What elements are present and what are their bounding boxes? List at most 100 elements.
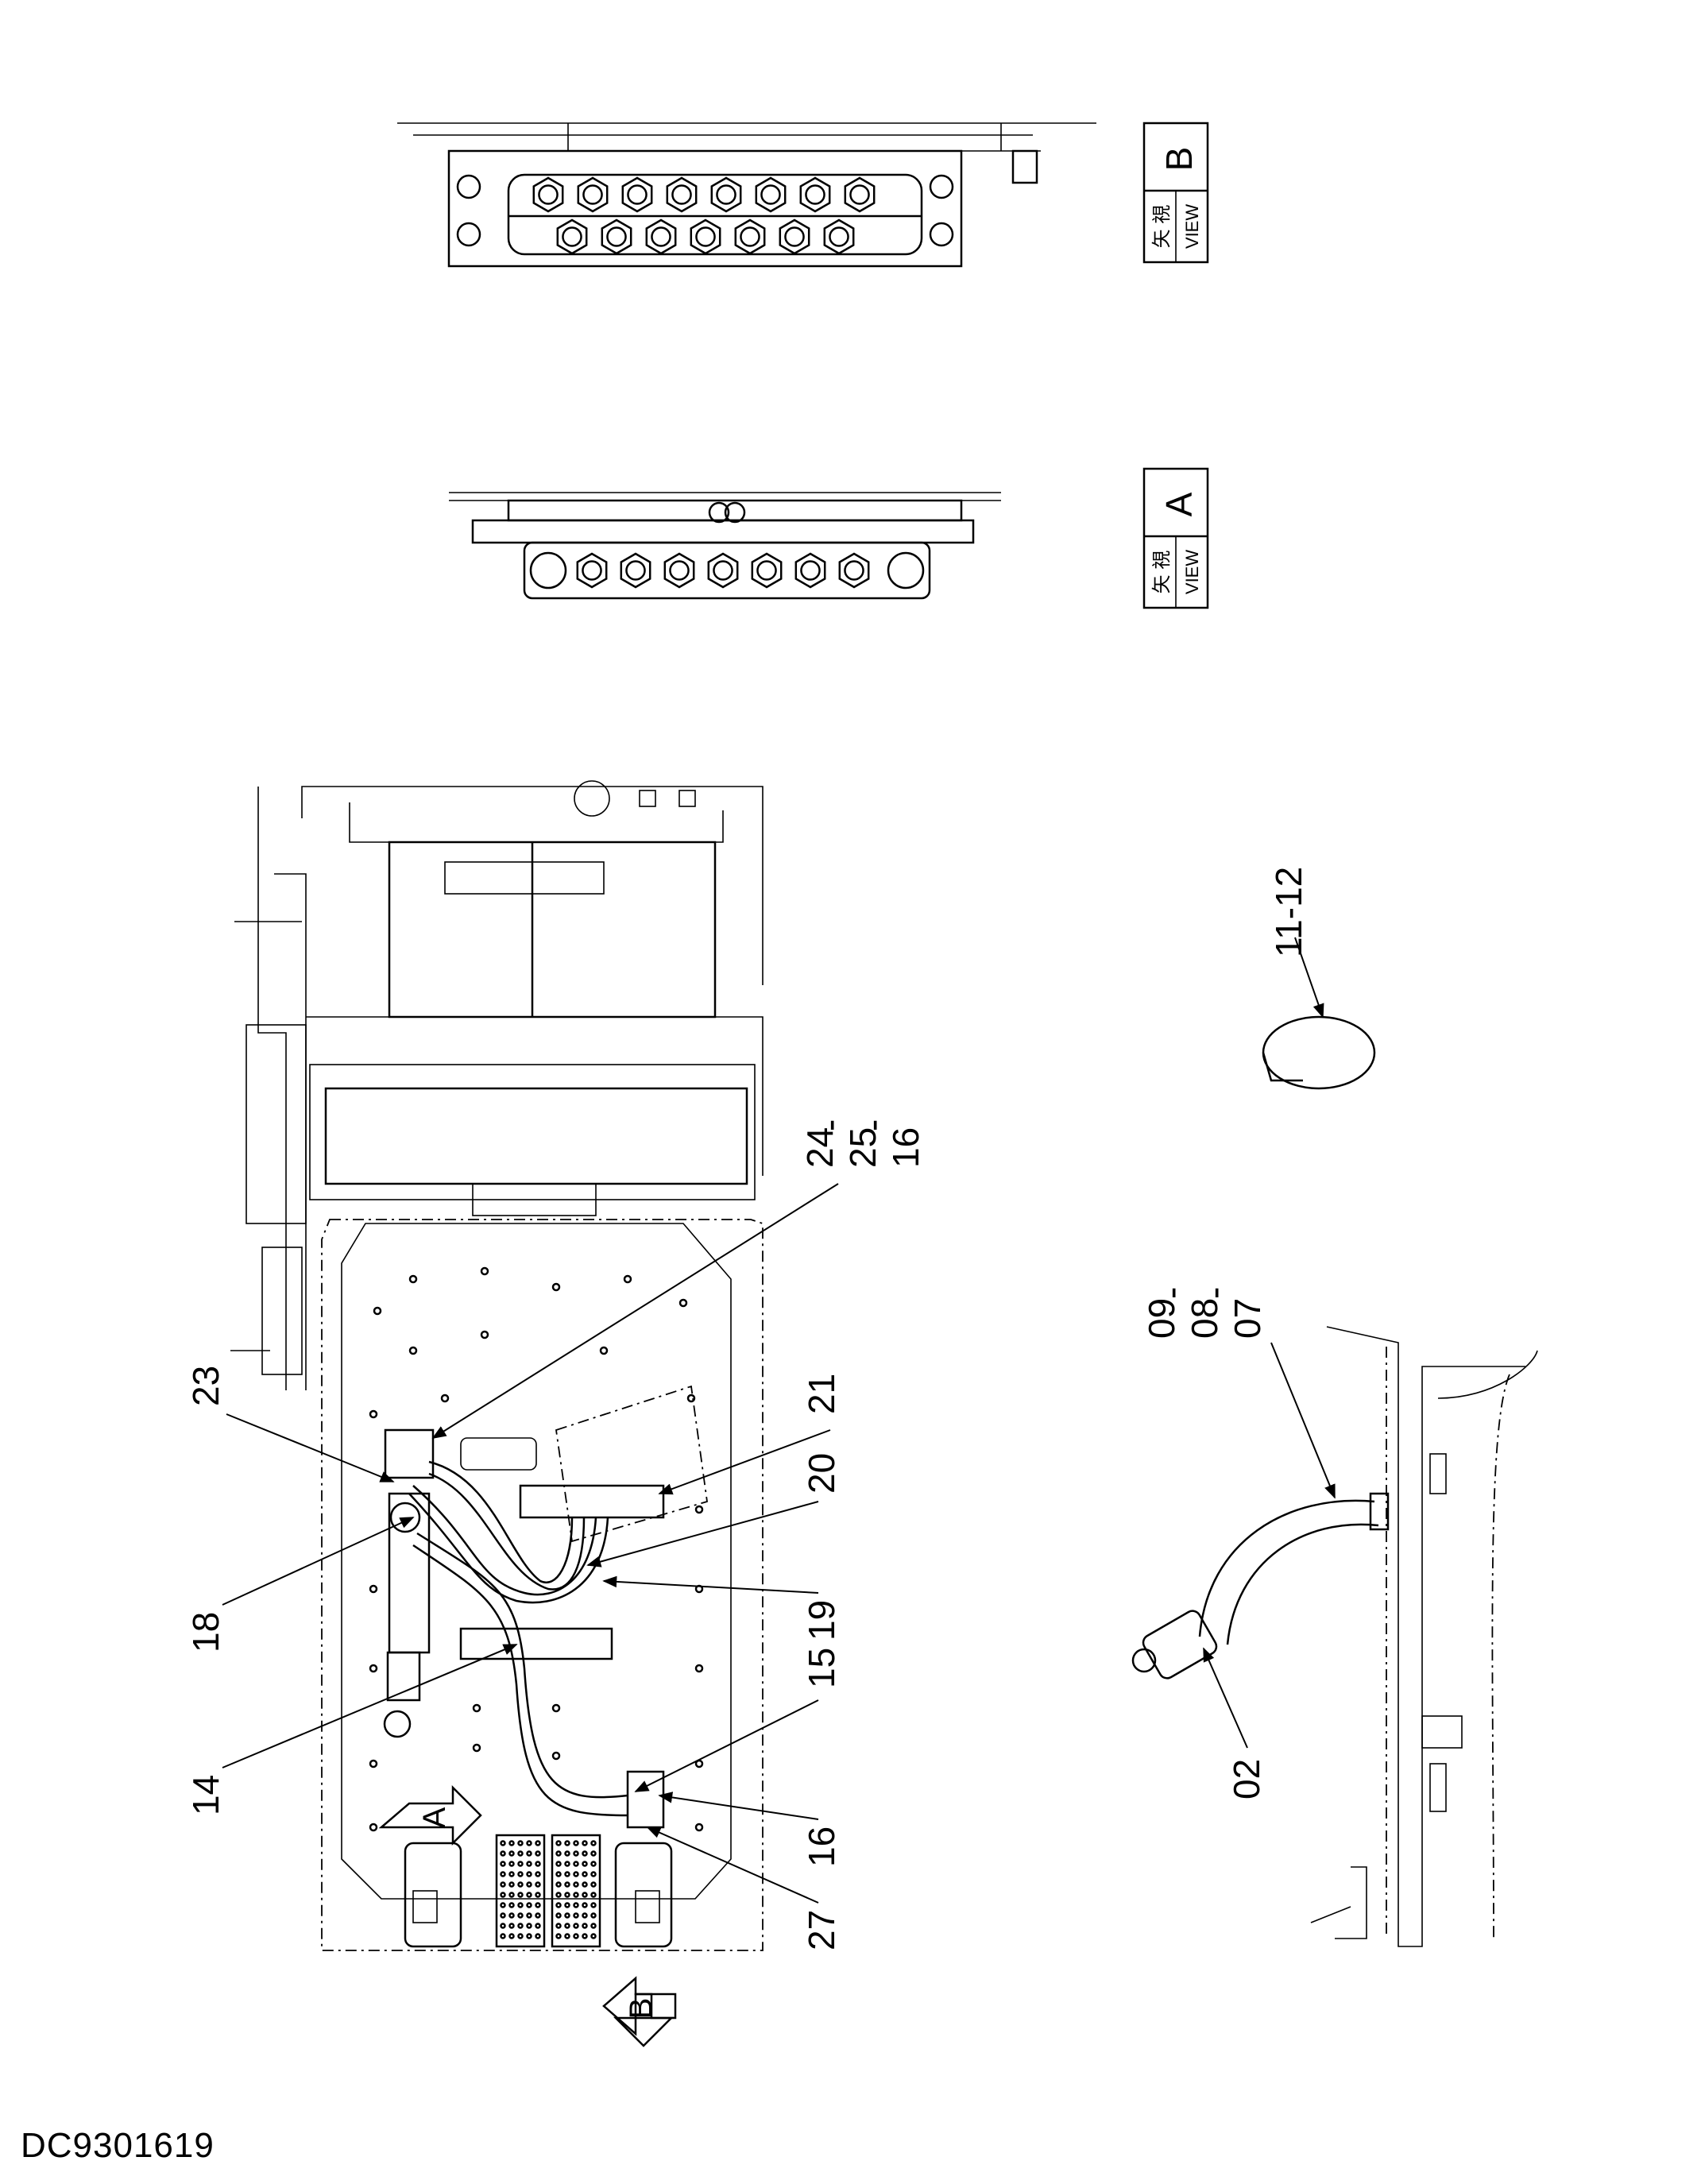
callout-16b: 16 <box>801 1826 842 1867</box>
pedal-tread-dot <box>526 1892 532 1898</box>
pedal-tread-dot <box>573 1881 579 1888</box>
pedal-tread-dot <box>517 1881 524 1888</box>
pedal-tread-dot <box>573 1840 579 1846</box>
pedal-tread-dot <box>535 1861 541 1867</box>
pedal-tread-dot <box>590 1840 597 1846</box>
pedal-tread-dot <box>564 1902 570 1908</box>
callout-02: 02 <box>1226 1759 1267 1799</box>
view-b-fitting-upper-bore <box>716 184 736 205</box>
view-a-label: A 矢 視 VIEW <box>1142 467 1209 609</box>
pedal-tread-dot <box>564 1923 570 1929</box>
pedal-tread-dot <box>500 1881 506 1888</box>
view-b-fitting-upper <box>532 176 564 213</box>
callout-sep-09: - <box>1150 1287 1192 1299</box>
pedal-tread-dot <box>582 1881 588 1888</box>
pedal-tread-dot <box>555 1902 562 1908</box>
plate-hole <box>551 1703 561 1713</box>
pedal-tread-dot <box>526 1850 532 1857</box>
view-b-letter: B <box>1158 147 1200 172</box>
pedal-tread-dot <box>555 1850 562 1857</box>
clamp-11-12 <box>1262 1015 1376 1090</box>
pedal-tread-dot <box>582 1850 588 1857</box>
view-b-fitting-lower-bore <box>606 226 627 247</box>
pedal-tread-dot <box>555 1923 562 1929</box>
pedal-tread-dot <box>500 1933 506 1939</box>
callout-21: 21 <box>801 1374 842 1414</box>
pedal-tread-dot <box>573 1871 579 1877</box>
view-b-label: B 矢 視 VIEW <box>1142 122 1209 264</box>
pedal-tread-dot <box>508 1892 515 1898</box>
view-b-fitting-lower <box>645 218 677 255</box>
pedal-tread-dot <box>564 1892 570 1898</box>
plate-hole <box>369 1664 378 1673</box>
pedal-tread-dot <box>555 1840 562 1846</box>
view-b-fitting-lower-bore <box>651 226 671 247</box>
pedal-tread-dot <box>573 1933 579 1939</box>
pedal-tread-dot <box>564 1881 570 1888</box>
view-a-fitting-bore <box>713 560 733 581</box>
view-a-fitting <box>576 552 608 589</box>
view-a-fitting-bore <box>756 560 777 581</box>
callout-sep-24: - <box>809 1119 850 1131</box>
callout-09: 09 <box>1141 1298 1182 1339</box>
pedal-tread-dot <box>573 1850 579 1857</box>
view-a-fitting <box>838 552 870 589</box>
pedal-tread-dot <box>508 1933 515 1939</box>
plate-hole <box>694 1664 704 1673</box>
view-b-fitting-upper <box>666 176 698 213</box>
pedal-tread-dot <box>590 1871 597 1877</box>
plate-hole <box>369 1759 378 1768</box>
view-b-fitting-lower <box>734 218 766 255</box>
view-b-fitting-upper-bore <box>538 184 559 205</box>
pedal-tread-dot <box>508 1850 515 1857</box>
pedal-tread-dot <box>535 1912 541 1919</box>
view-b-kanji: 矢 視 <box>1151 205 1173 249</box>
plate-hole <box>440 1394 450 1403</box>
view-b-fitting-upper <box>710 176 742 213</box>
callout-19: 19 <box>801 1600 842 1641</box>
pedal-tread-dot <box>582 1902 588 1908</box>
plate-hole <box>694 1823 704 1832</box>
pedal-tread-dot <box>564 1840 570 1846</box>
plate-hole <box>408 1274 418 1284</box>
callout-sep-25: - <box>852 1119 893 1131</box>
pedal-tread-dot <box>555 1912 562 1919</box>
pedal-tread-dot <box>526 1912 532 1919</box>
view-a-fitting <box>794 552 826 589</box>
pedal-tread-dot <box>517 1933 524 1939</box>
pedal-tread-dot <box>582 1871 588 1877</box>
pedal-tread-dot <box>500 1912 506 1919</box>
pedal-tread-dot <box>508 1902 515 1908</box>
plate-hole <box>472 1743 481 1753</box>
pedal-tread-dot <box>573 1902 579 1908</box>
plate-hole <box>369 1409 378 1419</box>
view-b-fitting-upper-bore <box>760 184 781 205</box>
pedal-tread-dot <box>535 1923 541 1929</box>
view-a-fitting-bore <box>800 560 821 581</box>
pedal-tread-dot <box>517 1840 524 1846</box>
pedal-tread-dot <box>500 1923 506 1929</box>
pedal-tread-dot <box>582 1923 588 1929</box>
view-b-fitting-upper <box>755 176 787 213</box>
view-b-word: VIEW <box>1182 204 1202 249</box>
plate-hole <box>373 1306 382 1316</box>
pedal-tread-dot <box>517 1892 524 1898</box>
view-b-fitting-lower-bore <box>695 226 716 247</box>
callout-18: 18 <box>185 1612 226 1652</box>
view-a-fitting <box>751 552 783 589</box>
view-b-fitting-upper <box>799 176 831 213</box>
callout-20: 20 <box>801 1453 842 1494</box>
pedal-tread-dot <box>573 1923 579 1929</box>
view-b-fitting-lower-bore <box>740 226 760 247</box>
pedal-tread-dot <box>590 1892 597 1898</box>
view-b-fittings <box>532 176 876 255</box>
pedal-tread-dot <box>517 1902 524 1908</box>
pedal-tread-dot <box>500 1861 506 1867</box>
pedal-tread-dot <box>573 1912 579 1919</box>
pedal-tread-dot <box>535 1850 541 1857</box>
pedal-tread-dot <box>508 1881 515 1888</box>
view-a-letter: A <box>1158 492 1200 516</box>
callout-labels: 24 - 25 - 16 21 20 19 15 16 27 23 18 14 … <box>185 867 1309 1950</box>
pedal-tread-dot <box>590 1923 597 1929</box>
view-a-arrow-letter: A <box>417 1807 452 1828</box>
